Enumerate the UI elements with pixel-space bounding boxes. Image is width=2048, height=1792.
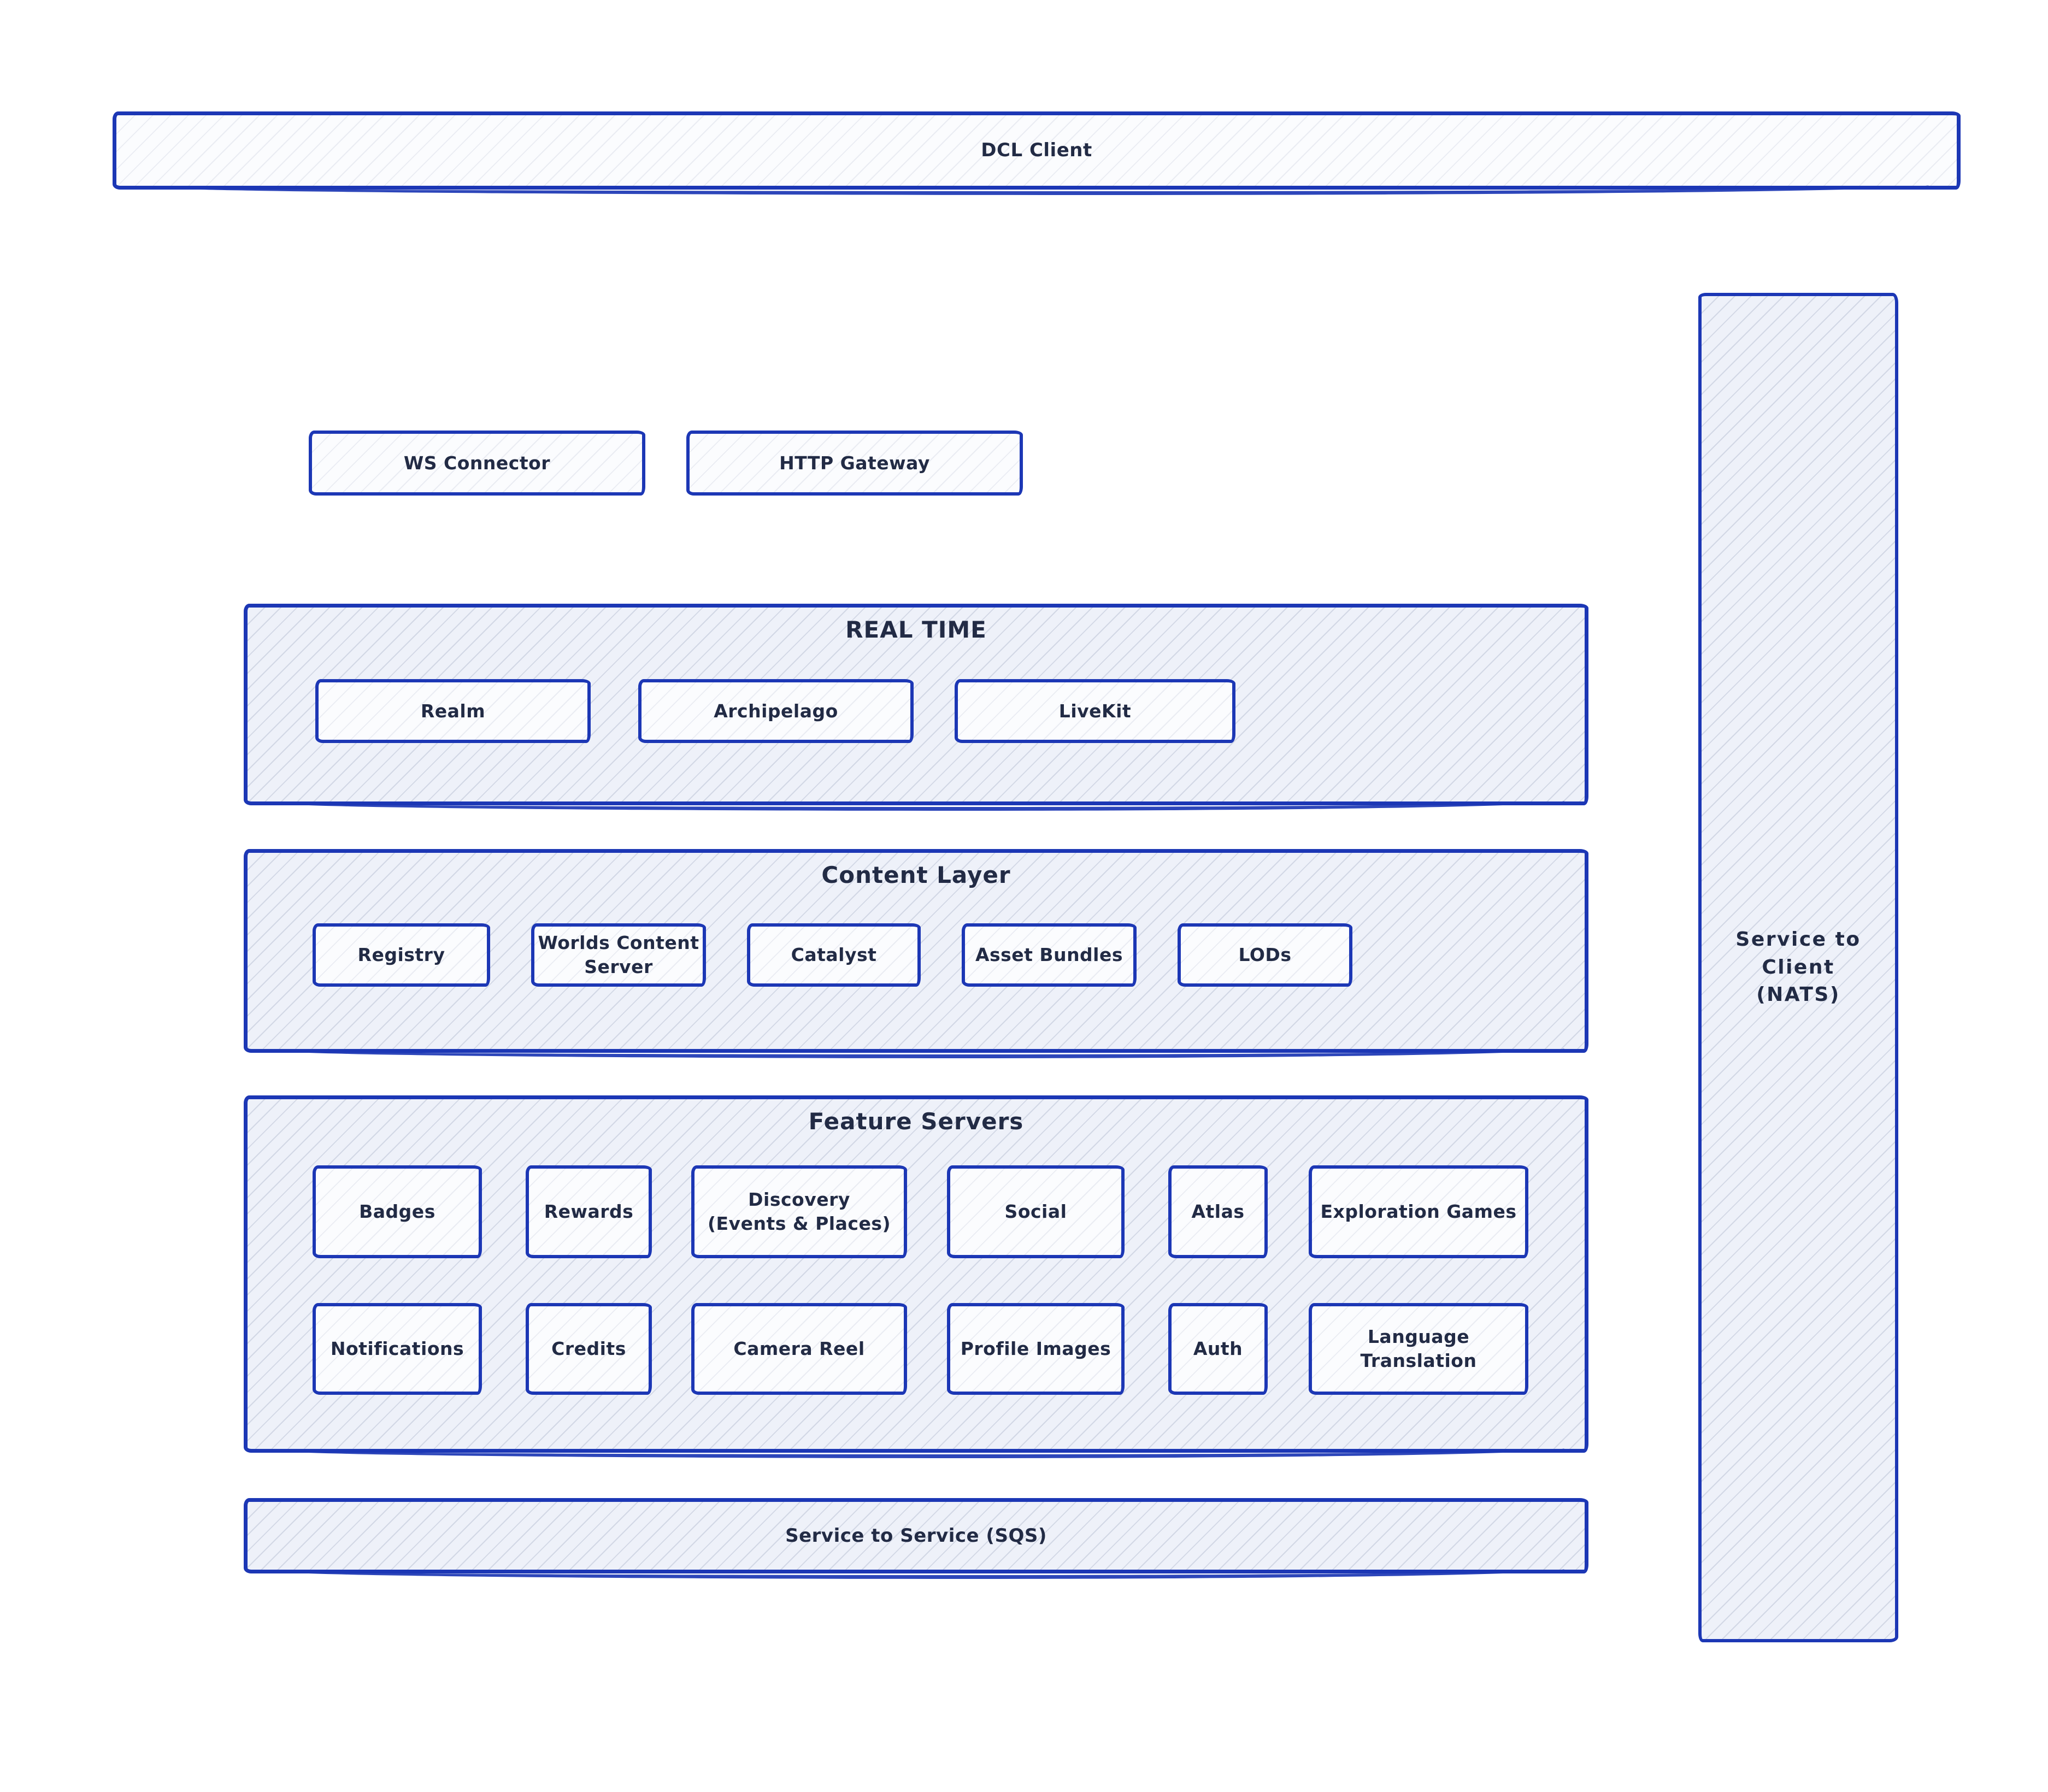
real-time-title: REAL TIME [845,616,987,643]
social-label: Social [1004,1201,1067,1223]
worlds-content-server-box: Worlds Content Server [531,923,706,987]
realm-box: Realm [315,679,591,743]
notifications-box: Notifications [313,1303,482,1395]
badges-box: Badges [313,1165,482,1258]
content-layer-title: Content Layer [821,862,1011,888]
camera-reel-box: Camera Reel [691,1303,907,1395]
registry-label: Registry [357,944,445,966]
lods-label: LODs [1238,944,1292,966]
badges-label: Badges [359,1201,436,1223]
service-to-service-bar: Service to Service (SQS) [244,1498,1588,1579]
service-to-client-label: Service to Client (NATS) [1735,928,1861,1006]
ws-connector-box: WS Connector [309,431,645,496]
dcl-client-label: DCL Client [981,139,1092,162]
credits-box: Credits [526,1303,652,1395]
service-to-service-label: Service to Service (SQS) [785,1524,1047,1547]
asset-bundles-box: Asset Bundles [962,923,1137,987]
archipelago-box: Archipelago [638,679,914,743]
auth-label: Auth [1193,1338,1243,1360]
social-box: Social [947,1165,1125,1258]
ws-connector-label: WS Connector [403,452,551,474]
auth-box: Auth [1168,1303,1268,1395]
feature-servers-title: Feature Servers [808,1108,1024,1135]
catalyst-label: Catalyst [791,944,877,966]
credits-label: Credits [551,1338,626,1360]
http-gateway-label: HTTP Gateway [779,452,930,474]
registry-box: Registry [313,923,490,987]
discovery-label: Discovery (Events & Places) [707,1189,891,1234]
service-to-client-column: Service to Client (NATS) [1698,293,1898,1642]
rewards-label: Rewards [544,1201,634,1223]
language-translation-label: Language Translation [1360,1326,1477,1371]
language-translation-box: Language Translation [1309,1303,1528,1395]
worlds-content-server-label: Worlds Content Server [538,932,699,977]
dcl-client-bar: DCL Client [113,111,1961,195]
livekit-box: LiveKit [955,679,1235,743]
rewards-box: Rewards [526,1165,652,1258]
realm-label: Realm [420,700,486,722]
exploration-games-label: Exploration Games [1320,1201,1517,1223]
feature-servers-section: Feature Servers Badges Rewards Discovery… [244,1095,1588,1458]
profile-images-box: Profile Images [947,1303,1125,1395]
catalyst-box: Catalyst [747,923,921,987]
profile-images-label: Profile Images [960,1338,1111,1360]
archipelago-label: Archipelago [714,700,838,722]
content-layer-section: Content Layer Registry Worlds Content Se… [244,849,1588,1058]
camera-reel-label: Camera Reel [733,1338,865,1360]
atlas-box: Atlas [1168,1165,1268,1258]
lods-box: LODs [1178,923,1352,987]
real-time-section: REAL TIME Realm Archipelago LiveKit [244,604,1588,811]
discovery-box: Discovery (Events & Places) [691,1165,907,1258]
asset-bundles-label: Asset Bundles [975,944,1123,966]
atlas-label: Atlas [1191,1201,1245,1223]
http-gateway-box: HTTP Gateway [686,431,1023,496]
notifications-label: Notifications [330,1338,464,1360]
exploration-games-box: Exploration Games [1309,1165,1528,1258]
livekit-label: LiveKit [1058,700,1132,722]
